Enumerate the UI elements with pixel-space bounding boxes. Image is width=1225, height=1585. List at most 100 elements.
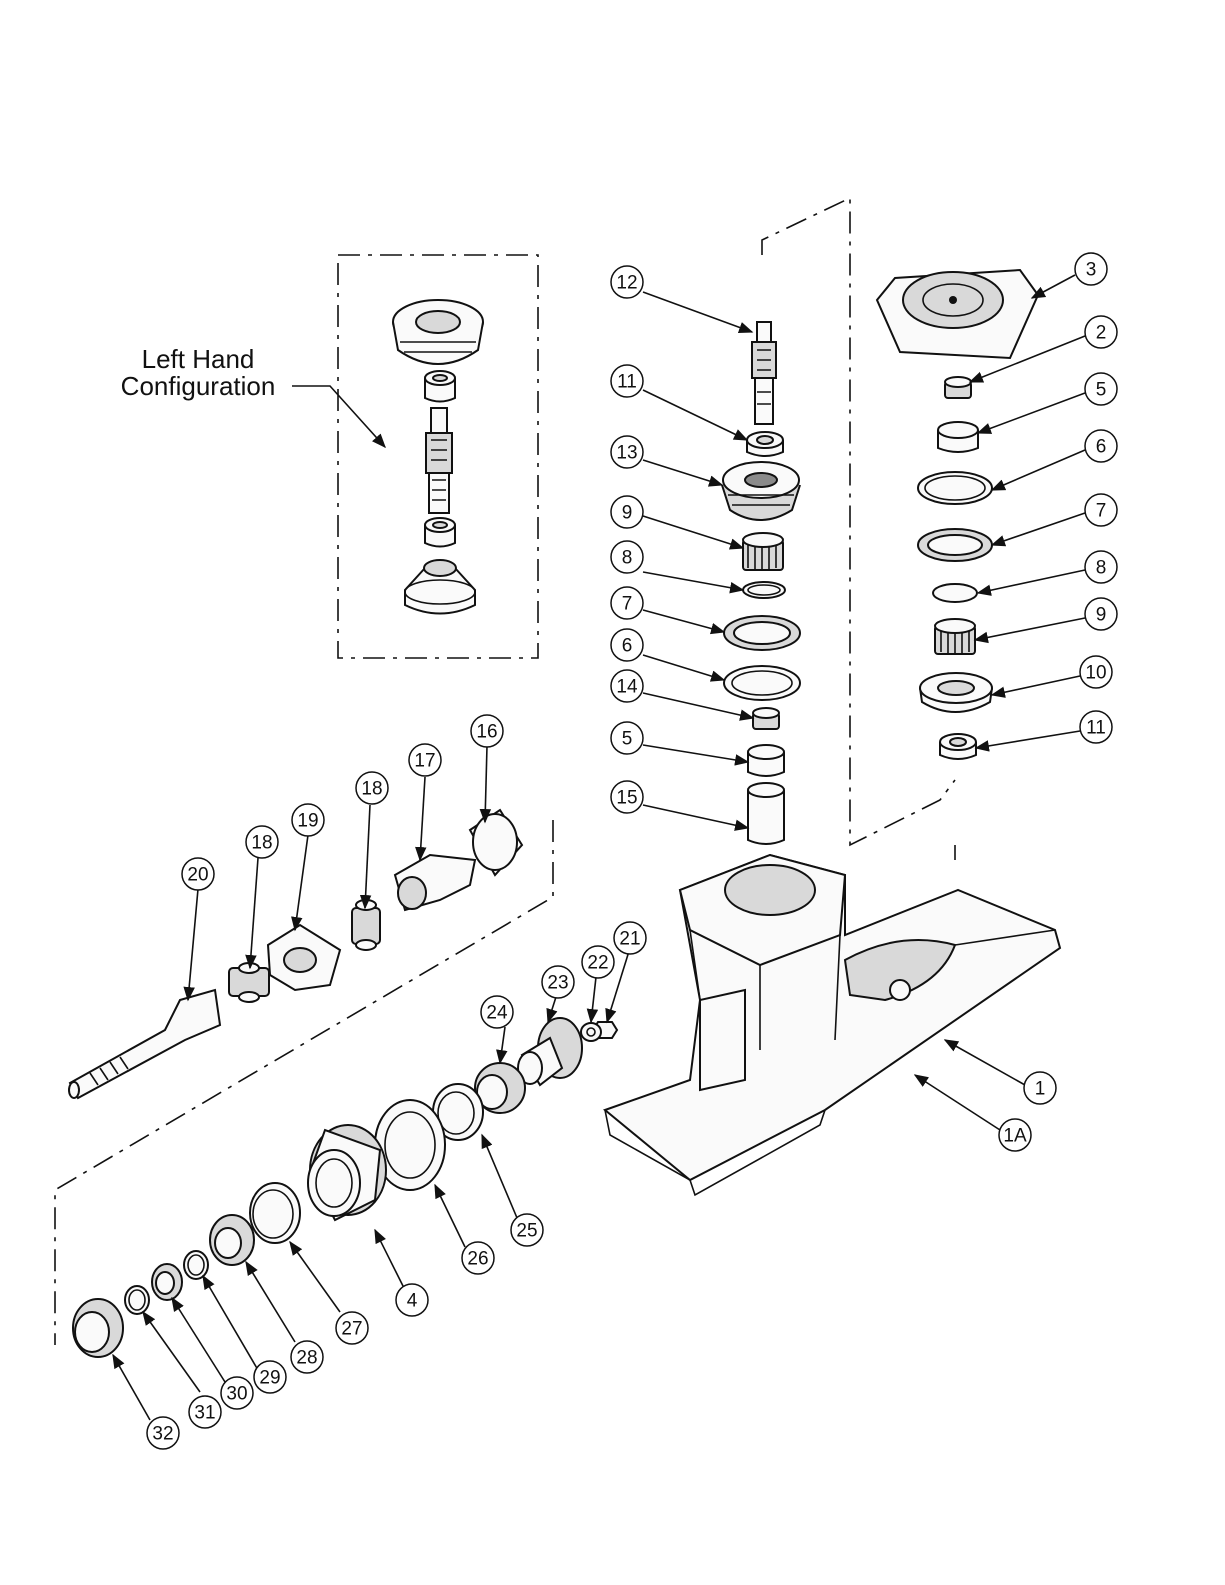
- balloon-label: 31: [194, 1403, 215, 1424]
- part-balloon-b28: 28: [291, 1341, 323, 1373]
- cup-5-right: [938, 422, 978, 452]
- balloon-label: 1: [1035, 1079, 1046, 1100]
- part-balloon-b10: 10: [1080, 656, 1112, 688]
- part-balloon-b14: 14: [611, 670, 643, 702]
- balloon-label: 20: [187, 865, 208, 886]
- balloon-label: 24: [486, 1003, 508, 1024]
- balloon-label: 11: [1086, 718, 1106, 739]
- part-balloon-b19: 19: [292, 804, 324, 836]
- balloon-label: 7: [622, 594, 633, 615]
- lh-bevel-gear: [393, 300, 483, 364]
- part-balloon-b11c: 11: [611, 365, 643, 397]
- balloon-label: 22: [587, 953, 608, 974]
- balloon-label: 21: [619, 929, 640, 950]
- balloon-label: 32: [152, 1424, 173, 1445]
- balloon-label: 6: [1096, 437, 1107, 458]
- balloon-label: 25: [516, 1221, 537, 1242]
- part-balloon-b30: 30: [221, 1377, 253, 1409]
- part-balloon-b31: 31: [189, 1396, 221, 1428]
- balloon-label: 5: [622, 729, 633, 750]
- cup-5-center: [748, 745, 784, 776]
- part-balloon-b26: 26: [462, 1242, 494, 1274]
- cover-plate-3: [877, 270, 1038, 358]
- balloon-label: 5: [1096, 380, 1107, 401]
- balloon-label: 30: [226, 1384, 247, 1405]
- balloon-label: 17: [414, 751, 435, 772]
- needle-bearing-9-right: [935, 619, 975, 655]
- main-housing-1: [605, 855, 1060, 1195]
- seal-30: [152, 1264, 182, 1300]
- bearing-2: [945, 377, 971, 398]
- callout-line1: Left Hand: [142, 344, 255, 374]
- part-balloon-b22: 22: [582, 946, 614, 978]
- part-balloon-b6r: 6: [1085, 430, 1117, 462]
- pinion-gear-23: [518, 1018, 582, 1085]
- balloon-label: 6: [622, 636, 633, 657]
- u-joint-18-upper: [352, 900, 380, 950]
- needle-bearing-9-center: [743, 533, 783, 571]
- balloon-label: 2: [1096, 323, 1107, 344]
- washer-6-right: [918, 472, 992, 504]
- balloon-label: 16: [476, 722, 497, 743]
- lh-bearing-top: [425, 371, 455, 402]
- left-hand-configuration-box: Left Hand Configuration: [121, 255, 538, 658]
- sleeve-15: [748, 783, 784, 844]
- bearing-11-right: [940, 734, 976, 759]
- part-balloon-b16: 16: [471, 715, 503, 747]
- lh-cup-housing: [405, 560, 475, 614]
- balloon-label: 8: [1096, 558, 1107, 579]
- balloon-label: 12: [616, 273, 637, 294]
- balloon-label: 19: [297, 811, 318, 832]
- balloon-label: 26: [467, 1249, 488, 1270]
- seal-32: [73, 1299, 123, 1357]
- part-balloon-b18b: 18: [246, 826, 278, 858]
- balloon-label: 27: [341, 1319, 362, 1340]
- part-balloon-b18a: 18: [356, 772, 388, 804]
- part-balloon-b20: 20: [182, 858, 214, 890]
- part-balloon-b7r: 7: [1085, 494, 1117, 526]
- bearing-28: [210, 1215, 254, 1265]
- cup-housing-10: [920, 673, 992, 712]
- yoke-17: [395, 855, 475, 910]
- balloon-label: 13: [616, 443, 637, 464]
- thrust-bearing-7-right: [918, 529, 992, 561]
- washer-8-right: [933, 584, 977, 602]
- balloon-label: 11: [617, 372, 637, 393]
- part-balloon-b32: 32: [147, 1417, 179, 1449]
- balloon-label: 14: [616, 677, 638, 698]
- washer-22: [581, 1023, 601, 1041]
- part-balloon-b5c: 5: [611, 722, 643, 754]
- balloon-label: 10: [1085, 663, 1106, 684]
- washer-6-center: [724, 666, 800, 700]
- balloon-label: 8: [622, 548, 633, 569]
- housing-4: [308, 1125, 386, 1220]
- part-balloon-b5r: 5: [1085, 373, 1117, 405]
- part-balloon-b2: 2: [1085, 316, 1117, 348]
- part-balloon-b1: 1: [1024, 1072, 1056, 1104]
- ring-29: [184, 1251, 208, 1279]
- ring-31: [125, 1286, 149, 1314]
- cup-27: [250, 1183, 300, 1243]
- balloon-label: 28: [296, 1348, 317, 1369]
- part-balloon-b21: 21: [614, 922, 646, 954]
- part-balloon-b12: 12: [611, 266, 643, 298]
- balloon-label: 18: [251, 833, 272, 854]
- part-balloon-b8r: 8: [1085, 551, 1117, 583]
- balloon-label: 4: [407, 1291, 418, 1312]
- part-balloon-b7c: 7: [611, 587, 643, 619]
- part-balloon-b8c: 8: [611, 541, 643, 573]
- axle-shaft-20: [69, 990, 220, 1098]
- part-balloon-b29: 29: [254, 1361, 286, 1393]
- part-balloon-b3: 3: [1075, 253, 1107, 285]
- part-balloon-b1a: 1A: [999, 1119, 1031, 1151]
- balloon-label: 23: [547, 973, 568, 994]
- bevel-gear-13: [722, 462, 800, 520]
- balloon-label: 9: [1096, 605, 1107, 626]
- part-balloon-b25: 25: [511, 1214, 543, 1246]
- coupling-yoke-19: [268, 925, 340, 990]
- part-balloon-b27: 27: [336, 1312, 368, 1344]
- part-balloon-b17: 17: [409, 744, 441, 776]
- balloon-label: 18: [361, 779, 382, 800]
